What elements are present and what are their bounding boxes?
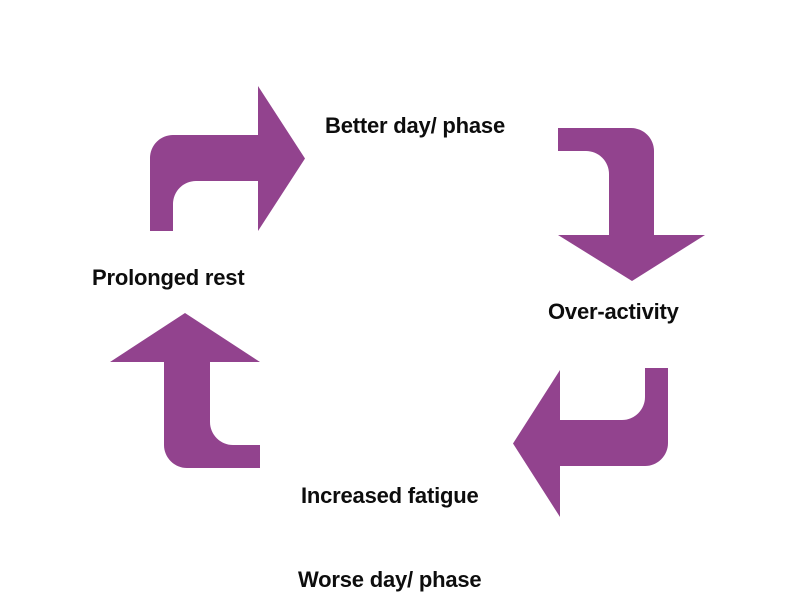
node-label-increased-fatigue: Increased fatigue Worse day/ phase: [298, 426, 482, 600]
node-label-prolonged-rest: Prolonged rest: [92, 265, 245, 290]
curved-arrow-down-left-icon: [513, 368, 668, 517]
curved-arrow-left-up-icon: [110, 313, 260, 468]
node-label-increased-fatigue-line1: Increased fatigue: [300, 483, 479, 508]
node-label-increased-fatigue-line2: Worse day/ phase: [298, 567, 482, 592]
curved-arrow-right-down-icon: [558, 128, 705, 281]
node-label-over-activity: Over-activity: [548, 299, 679, 324]
node-label-better-day: Better day/ phase: [325, 113, 506, 138]
curved-arrow-up-right-icon: [150, 86, 305, 231]
